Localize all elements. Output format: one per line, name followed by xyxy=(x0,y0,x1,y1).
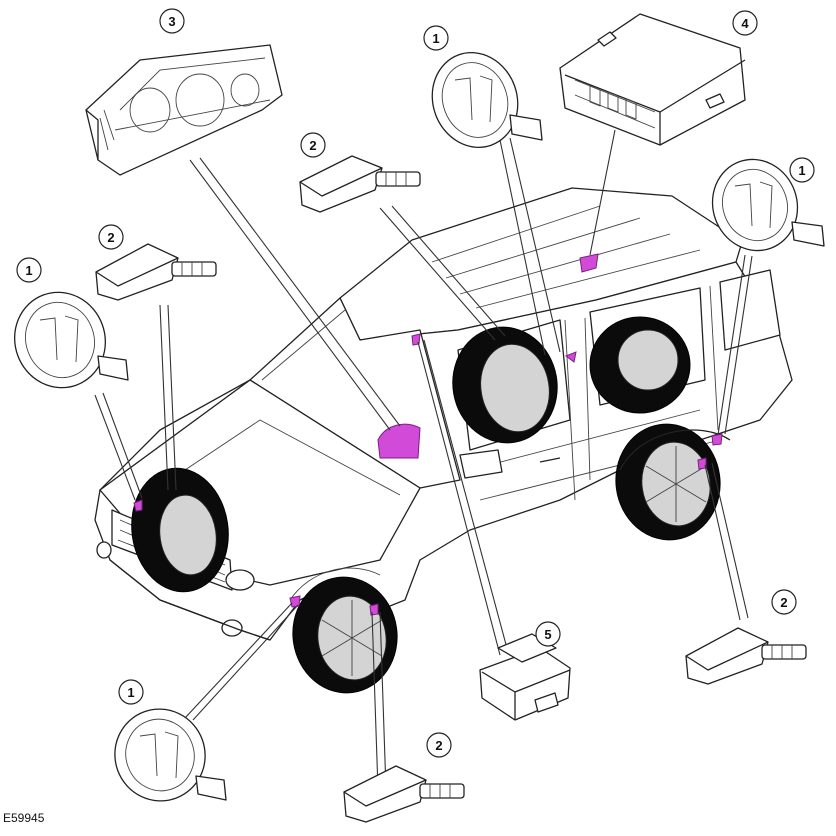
callout-2-top: 2 xyxy=(300,132,326,158)
tyre-pressure-sensor-detail-left xyxy=(95,243,217,301)
svg-text:2: 2 xyxy=(780,595,787,610)
rear-left-sensor-highlight xyxy=(564,351,577,363)
callout-3: 3 xyxy=(159,8,185,34)
svg-text:2: 2 xyxy=(435,738,442,753)
callout-1-top: 1 xyxy=(423,25,449,51)
tyre-pressure-sensor-detail-right xyxy=(685,627,807,685)
svg-text:2: 2 xyxy=(309,138,316,153)
tpms-module-detail xyxy=(559,13,746,146)
callout-4: 4 xyxy=(732,10,758,36)
callout-2-right: 2 xyxy=(771,589,797,615)
callout-2-left: 2 xyxy=(98,224,124,250)
tyre-pressure-sensor-detail-bottom xyxy=(343,765,465,823)
leader-lines xyxy=(94,129,753,791)
front-left-initiator-highlight xyxy=(133,499,143,512)
svg-text:1: 1 xyxy=(798,163,805,178)
svg-text:3: 3 xyxy=(168,14,175,29)
rear-right-initiator-highlight xyxy=(711,433,723,446)
svg-text:5: 5 xyxy=(544,627,551,642)
initiator-detail-right xyxy=(711,158,825,252)
initiator-detail-left xyxy=(13,291,129,389)
rear-right-sensor-highlight xyxy=(697,457,707,470)
callout-5: 5 xyxy=(535,621,561,647)
callout-2-bottom: 2 xyxy=(426,732,452,758)
figure-id: E59945 xyxy=(3,811,45,825)
svg-text:1: 1 xyxy=(432,31,439,46)
callout-1-bottom: 1 xyxy=(118,679,144,705)
tyre-pressure-sensor-detail-top xyxy=(299,155,421,213)
svg-text:1: 1 xyxy=(127,685,134,700)
instrument-cluster-detail xyxy=(85,44,283,176)
front-right-initiator-highlight xyxy=(289,595,301,608)
callout-1-left: 1 xyxy=(16,257,42,283)
initiator-detail-top xyxy=(431,52,543,148)
front-right-sensor-highlight xyxy=(369,603,379,616)
vehicle-illustration xyxy=(94,187,793,694)
svg-text:4: 4 xyxy=(741,16,749,31)
tpms-module-highlight xyxy=(579,253,599,273)
instrument-cluster-highlight xyxy=(377,423,421,459)
receiver-detail xyxy=(479,633,571,721)
svg-text:1: 1 xyxy=(25,263,32,278)
callout-1-right: 1 xyxy=(789,157,815,183)
initiator-detail-bottom xyxy=(114,708,227,802)
svg-text:2: 2 xyxy=(107,230,114,245)
